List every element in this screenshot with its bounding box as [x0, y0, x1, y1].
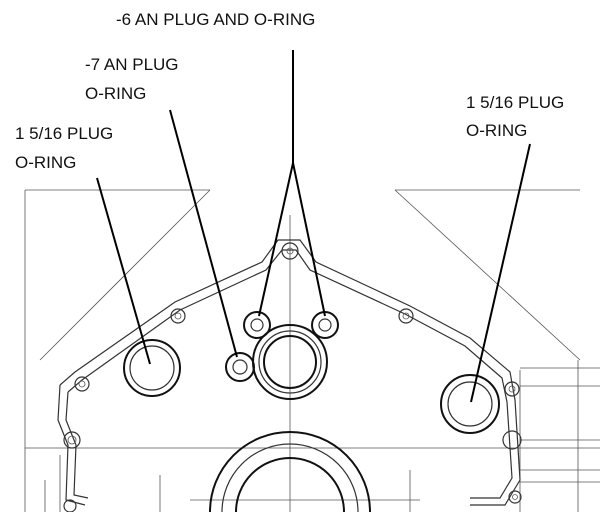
- callout-6an-plug-label: -6 AN PLUG AND O-RING: [116, 10, 315, 29]
- leader-6an-left: [258, 162, 294, 317]
- leader-left-plug: [96, 177, 151, 365]
- leader-lines: [96, 50, 531, 403]
- callout-right-plug-label-line2: O-RING: [466, 121, 527, 140]
- plug-1-5-16-right: [440, 374, 500, 434]
- callout-7an-plug-label-line1: -7 AN PLUG: [85, 55, 179, 74]
- callout-right-plug-label-line1: 1 5/16 PLUG: [466, 93, 564, 112]
- callout-left-plug-label-line2: O-RING: [15, 153, 76, 172]
- callout-7an-plug-label-line2: O-RING: [85, 84, 146, 103]
- callout-left-plug-label-line1: 1 5/16 PLUG: [15, 124, 113, 143]
- front-cover-outline: [57, 239, 522, 512]
- crankshaft-bore: [209, 431, 371, 512]
- leader-6an-right: [292, 162, 326, 317]
- plug-7an: [225, 352, 255, 382]
- plug-1-5-16-left: [123, 339, 181, 397]
- leader-7an: [169, 109, 238, 358]
- plug-6an-left: [243, 311, 271, 339]
- leader-right-plug: [470, 143, 531, 403]
